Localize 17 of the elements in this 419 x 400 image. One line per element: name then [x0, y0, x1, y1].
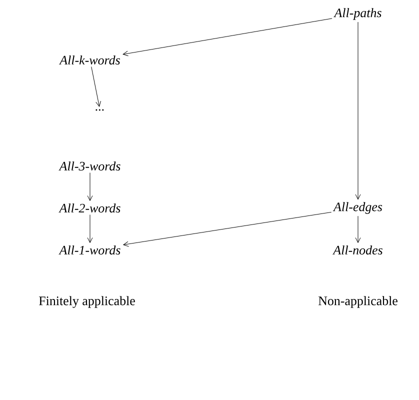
term-label: ... [96, 109, 104, 111]
term-label: All-edges [332, 202, 382, 214]
term-label: All-1-words [58, 245, 120, 255]
arrow [355, 216, 361, 243]
arrow [87, 172, 93, 201]
arrow [123, 212, 332, 247]
term-label: All-3-words [58, 161, 120, 171]
column-caption: Non-applicable [318, 296, 398, 308]
arrow [355, 22, 361, 200]
term-label: All-2-words [58, 203, 120, 213]
column-caption: Finitely applicable [39, 296, 135, 308]
arrow [122, 18, 332, 56]
term-label: All-nodes [332, 245, 382, 255]
arrow [91, 66, 102, 107]
term-label: All-k-words [58, 55, 120, 65]
arrow [87, 214, 93, 243]
term-label: All-paths [334, 8, 382, 20]
